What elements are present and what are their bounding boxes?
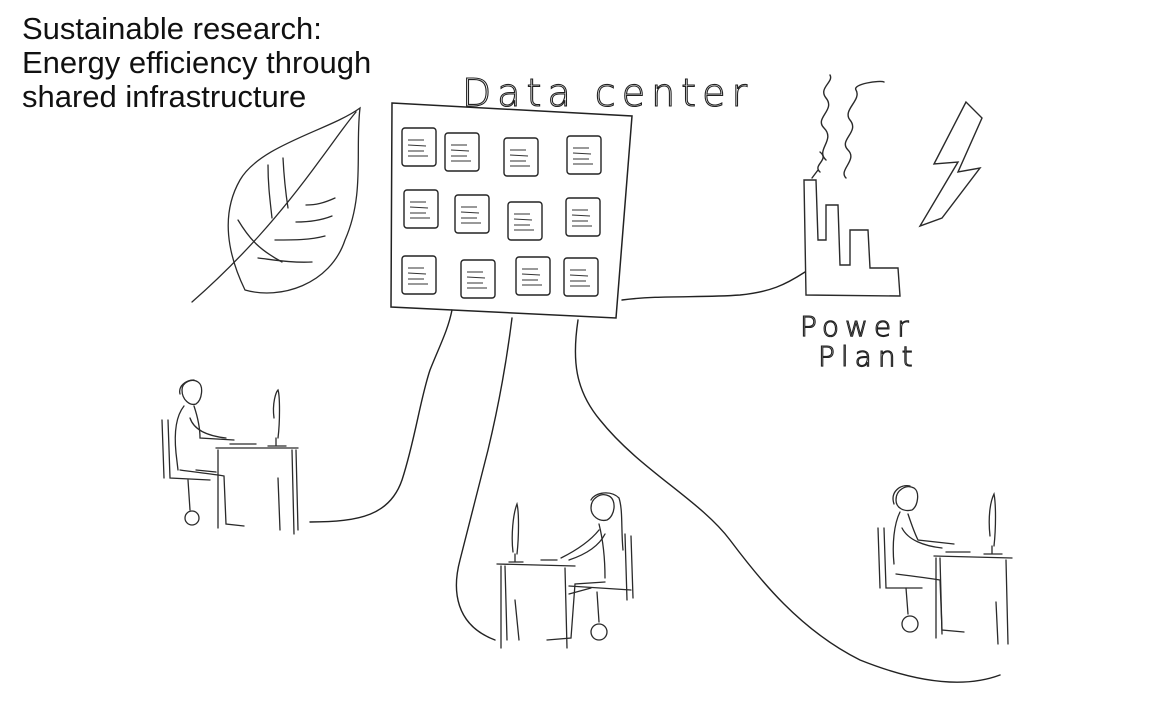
server-rack-icon xyxy=(566,135,602,175)
server-rack-icon xyxy=(515,256,551,296)
server-rack-icon xyxy=(401,255,437,295)
link-middle-researcher xyxy=(455,317,513,641)
data-center xyxy=(390,102,633,319)
title-line-1: Sustainable research: xyxy=(22,11,322,46)
server-rack-icon xyxy=(403,189,439,229)
leaf-icon xyxy=(191,106,361,303)
server-rack-icon xyxy=(563,257,599,297)
server-rack-icon xyxy=(565,197,601,237)
server-rack-icon xyxy=(507,201,543,241)
lightning-icon xyxy=(918,100,983,228)
factory-icon xyxy=(803,74,901,297)
server-rack-icon xyxy=(460,259,496,299)
power-plant-label-1: Power xyxy=(800,310,915,343)
server-rack-icon xyxy=(454,194,490,234)
power-line xyxy=(621,271,806,301)
link-right-researcher xyxy=(574,319,1001,683)
title-line-2: Energy efficiency through xyxy=(22,45,372,80)
server-rack-icon xyxy=(401,127,437,167)
server-rack-icon xyxy=(444,132,480,172)
data-center-label: Data center xyxy=(462,71,753,115)
title-block: Sustainable research: Energy efficiency … xyxy=(22,12,371,114)
server-rack-icon xyxy=(503,137,539,177)
power-plant-label-2: Plant xyxy=(818,340,919,373)
connection-lines xyxy=(309,271,1001,683)
person-at-desk-icon xyxy=(496,492,634,649)
title-line-3: shared infrastructure xyxy=(22,79,307,114)
person-at-desk-icon xyxy=(161,379,299,535)
person-at-desk-icon xyxy=(877,485,1013,645)
link-left-researcher xyxy=(309,309,453,523)
